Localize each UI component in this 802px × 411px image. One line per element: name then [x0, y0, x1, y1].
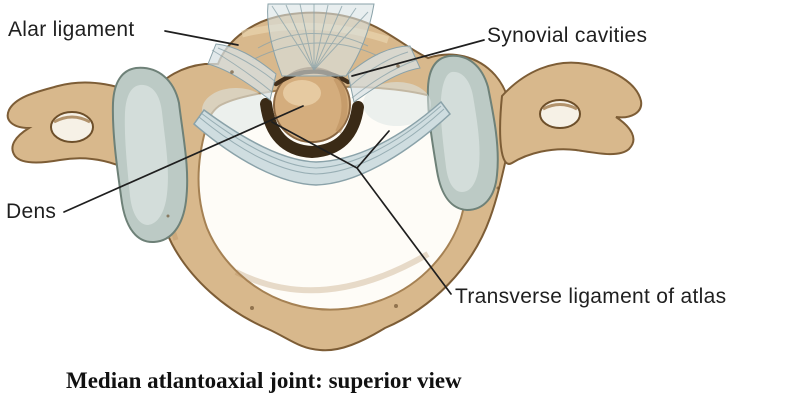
label-synovial-cavities: Synovial cavities: [487, 24, 648, 47]
label-dens: Dens: [6, 200, 57, 223]
bone-texture-dots: [166, 64, 500, 310]
posterior-arch-shadow: [234, 251, 430, 294]
right-foramen-shadow: [542, 103, 578, 111]
alar-ligament-fibers: [207, 3, 421, 103]
leader-dens: [63, 105, 304, 213]
leader-synovial-cavities: [351, 39, 485, 77]
right-capsule-sheet: [363, 82, 431, 126]
leader-transverse-ligament: [271, 121, 452, 295]
right-superior-articular-facet: [426, 54, 499, 212]
right-alar-band: [347, 45, 421, 103]
left-foramen-shadow: [53, 115, 91, 124]
figure-caption: Median atlantoaxial joint: superior view: [66, 368, 462, 393]
leader-lines: [63, 30, 485, 295]
label-alar-ligament: Alar ligament: [8, 18, 135, 41]
left-superior-articular-facet: [111, 66, 189, 244]
label-transverse-ligament: Transverse ligament of atlas: [455, 285, 727, 308]
leader-alar-ligament: [164, 30, 239, 46]
synovial-cavity-posterior: [260, 98, 364, 159]
transverse-ligament-band: [192, 100, 452, 186]
dens-shape: [273, 67, 351, 143]
